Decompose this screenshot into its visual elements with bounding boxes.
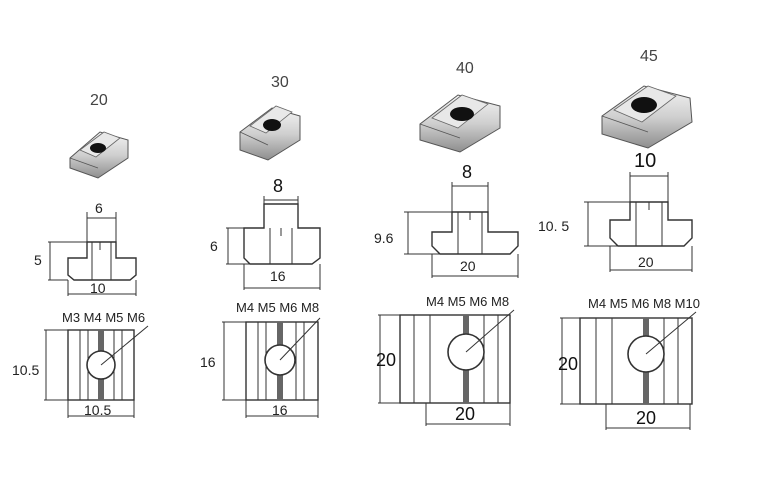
top-width-30: 8 bbox=[273, 176, 284, 196]
face-height-30: 16 bbox=[200, 354, 216, 370]
face-height-40: 20 bbox=[376, 350, 397, 370]
series-label-45: 45 bbox=[640, 48, 658, 65]
threads-30: M4 M5 M6 M8 bbox=[236, 300, 320, 315]
profile-view-45 bbox=[584, 172, 693, 272]
face-width-20: 10.5 bbox=[84, 402, 112, 418]
face-height-45: 20 bbox=[558, 354, 579, 374]
face-width-40: 20 bbox=[455, 404, 476, 424]
height-45: 10. 5 bbox=[538, 218, 570, 234]
top-width-20: 6 bbox=[95, 200, 103, 216]
height-20: 5 bbox=[34, 252, 42, 268]
profile-view-30 bbox=[226, 196, 321, 290]
top-width-40: 8 bbox=[462, 162, 473, 182]
face-view-45 bbox=[560, 311, 697, 430]
series-label-30: 30 bbox=[271, 74, 289, 91]
face-width-45: 20 bbox=[636, 408, 657, 428]
face-view-30 bbox=[222, 317, 321, 418]
t-nut-render-45 bbox=[601, 85, 693, 149]
t-nut-render-40 bbox=[419, 94, 501, 153]
face-view-40 bbox=[378, 309, 515, 426]
face-height-20: 10.5 bbox=[12, 362, 40, 378]
t-nut-render-20 bbox=[69, 131, 129, 179]
height-30: 6 bbox=[210, 238, 218, 254]
threads-20: M3 M4 M5 M6 bbox=[62, 310, 146, 325]
threads-40: M4 M5 M6 M8 bbox=[426, 294, 510, 309]
profile-view-20 bbox=[48, 212, 137, 296]
face-view-20 bbox=[44, 325, 149, 418]
t-nut-render-30 bbox=[239, 105, 301, 161]
threads-45: M4 M5 M6 M8 M10 bbox=[588, 296, 700, 311]
series-label-20: 20 bbox=[90, 92, 108, 109]
face-width-30: 16 bbox=[272, 402, 288, 418]
base-width-20: 10 bbox=[90, 280, 106, 296]
base-width-30: 16 bbox=[270, 268, 286, 284]
profile-view-40 bbox=[404, 182, 519, 278]
base-width-45: 20 bbox=[638, 254, 654, 270]
series-label-40: 40 bbox=[456, 60, 474, 77]
top-width-45: 10 bbox=[634, 150, 657, 172]
height-40: 9.6 bbox=[374, 230, 394, 246]
base-width-40: 20 bbox=[460, 258, 476, 274]
